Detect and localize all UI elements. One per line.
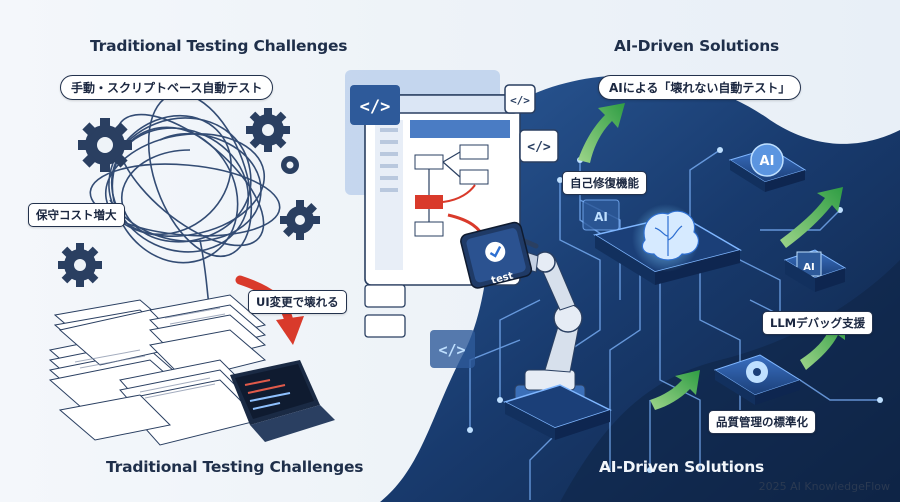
label-ui-breaks: UI変更で壊れる [248,290,347,314]
left-title-top: Traditional Testing Challenges [90,37,348,55]
svg-text:</>: </> [438,341,465,359]
phone-test-label: test [490,270,515,286]
svg-text:</>: </> [527,140,551,155]
ai-chip-right [783,249,847,292]
code-icon [350,84,559,368]
right-title-bottom: AI-Driven Solutions [599,458,765,476]
credit-text: 2025 AI KnowledgeFlow [758,480,890,493]
svg-text:AI: AI [594,210,608,224]
ai-chip-label: AI [760,154,775,169]
brain-chip [593,204,742,285]
phone-icon [460,221,533,289]
ai-chip-top [728,143,807,192]
svg-text:AI: AI [803,262,814,273]
label-llm-debug: LLMデバッグ支援 [762,311,874,335]
left-subtitle: 手動・スクリプトベース自動テスト [60,75,274,100]
right-subtitle: AIによる「壊れない自動テスト」 [598,75,802,100]
label-maintenance-cost: 保守コスト増大 [28,203,125,227]
ai-chip-left [582,199,620,231]
label-quality-standardization: 品質管理の標準化 [708,410,816,434]
svg-text:</>: </> [510,94,530,107]
left-title-bottom: Traditional Testing Challenges [106,458,364,476]
paper-stack [48,294,267,446]
right-title-top: AI-Driven Solutions [614,37,780,55]
laptop-icon [230,360,335,442]
brain-icon [641,210,699,261]
code-symbol: </> [360,97,391,117]
label-self-healing: 自己修復機能 [562,171,647,195]
gear-chip [713,354,802,405]
base-chip [503,384,612,440]
